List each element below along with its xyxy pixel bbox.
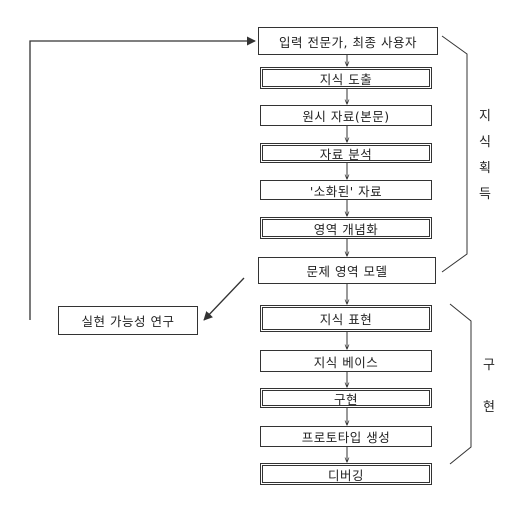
bracket-label-implementation: 구 현 xyxy=(480,345,498,429)
flow-box-implementation: 구현 xyxy=(260,388,432,408)
bracket-label-char: 현 xyxy=(483,400,495,415)
flow-box-knowledge-representation: 지식 표현 xyxy=(260,305,432,332)
flow-box-prototype-generation: 프로토타입 생성 xyxy=(260,426,432,447)
flow-box-problem-domain-model: 문제 영역 모델 xyxy=(258,257,436,284)
bracket-label-char: 식 xyxy=(479,135,491,150)
bracket-label-char: 획 xyxy=(479,161,491,176)
flow-box-raw-data: 원시 자료(본문) xyxy=(260,105,432,126)
bracket-implementation xyxy=(449,303,472,465)
flow-box-debugging: 디버깅 xyxy=(260,463,432,485)
flow-box-knowledge-base: 지식 베이스 xyxy=(260,350,432,372)
bracket-label-char: 구 xyxy=(483,358,495,373)
bracket-label-char: 득 xyxy=(479,187,491,202)
bracket-label-acquisition: 지 식 획 득 xyxy=(476,104,494,208)
flow-box-knowledge-elicitation: 지식 도출 xyxy=(260,67,432,89)
flow-box-domain-conceptualization: 영역 개념화 xyxy=(260,217,432,239)
flow-box-expert-user: 입력 전문가, 최종 사용자 xyxy=(258,27,438,55)
arrow-model-to-feasibility xyxy=(203,277,245,321)
flow-box-feasibility-study: 실현 가능성 연구 xyxy=(58,306,198,335)
feedback-loop-arrow xyxy=(29,36,256,320)
flow-box-digested-data: '소화된' 자료 xyxy=(260,180,432,200)
flow-box-data-analysis: 자료 분석 xyxy=(260,143,432,163)
bracket-label-char: 지 xyxy=(479,109,491,124)
bracket-acquisition xyxy=(441,35,468,273)
